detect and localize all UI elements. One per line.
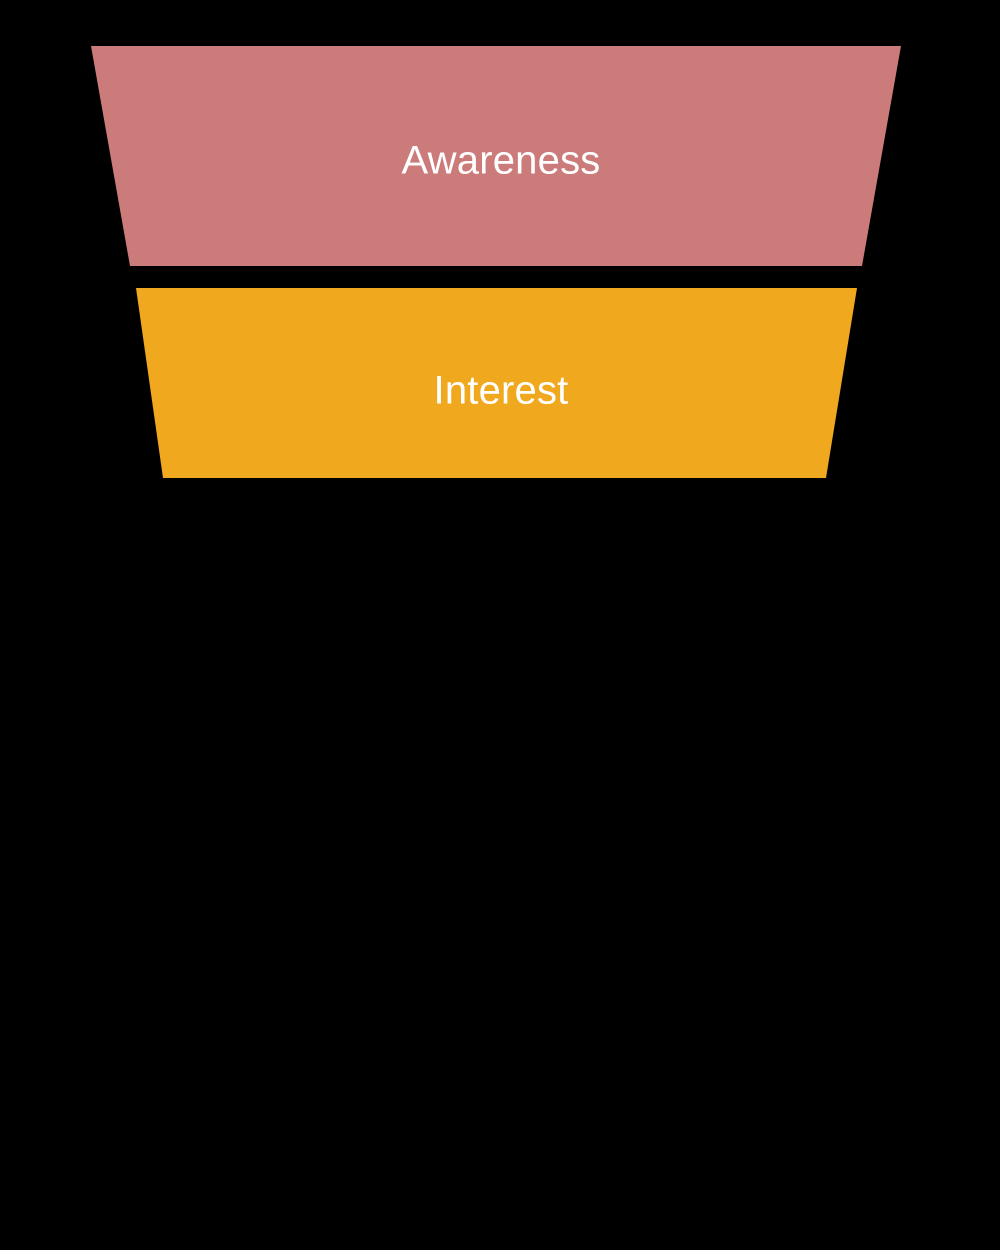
funnel-stage-interest[interactable]: Interest (136, 288, 857, 478)
funnel-segment-shape-interest[interactable] (136, 288, 857, 478)
funnel-segment-label-awareness: Awareness (402, 139, 601, 183)
funnel-segment-label-interest: Interest (434, 369, 569, 413)
funnel-stage-awareness[interactable]: Awareness (91, 46, 901, 266)
funnel-segment-shape-awareness[interactable] (91, 46, 901, 266)
